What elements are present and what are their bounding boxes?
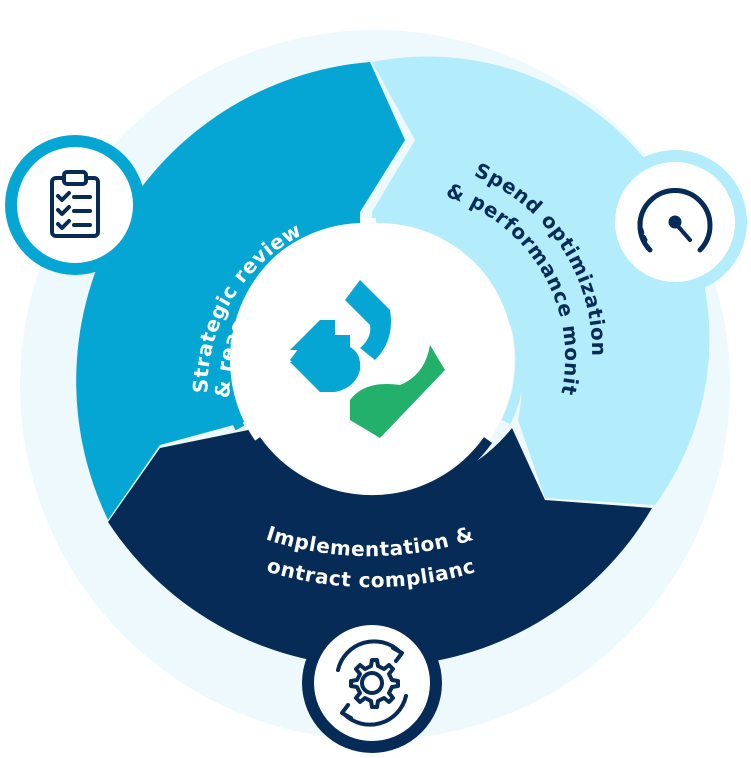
spend-icon-badge: [603, 150, 747, 294]
segment-implementation: [108, 428, 652, 667]
implementation-icon-badge: [302, 613, 442, 753]
gear-cycle-icon: [336, 639, 408, 727]
cycle-arrows-logo-icon: [290, 280, 445, 438]
clipboard-checklist-icon: [50, 170, 100, 238]
center-disc: [244, 232, 500, 488]
speedometer-gauge-icon: [637, 188, 713, 253]
center-ring-navy: [251, 437, 493, 506]
segment-spend-optimization: [372, 56, 710, 505]
strategic-icon-badge: [5, 135, 145, 275]
center-ring-blue: [217, 213, 361, 431]
center-ring-light: [375, 212, 526, 425]
